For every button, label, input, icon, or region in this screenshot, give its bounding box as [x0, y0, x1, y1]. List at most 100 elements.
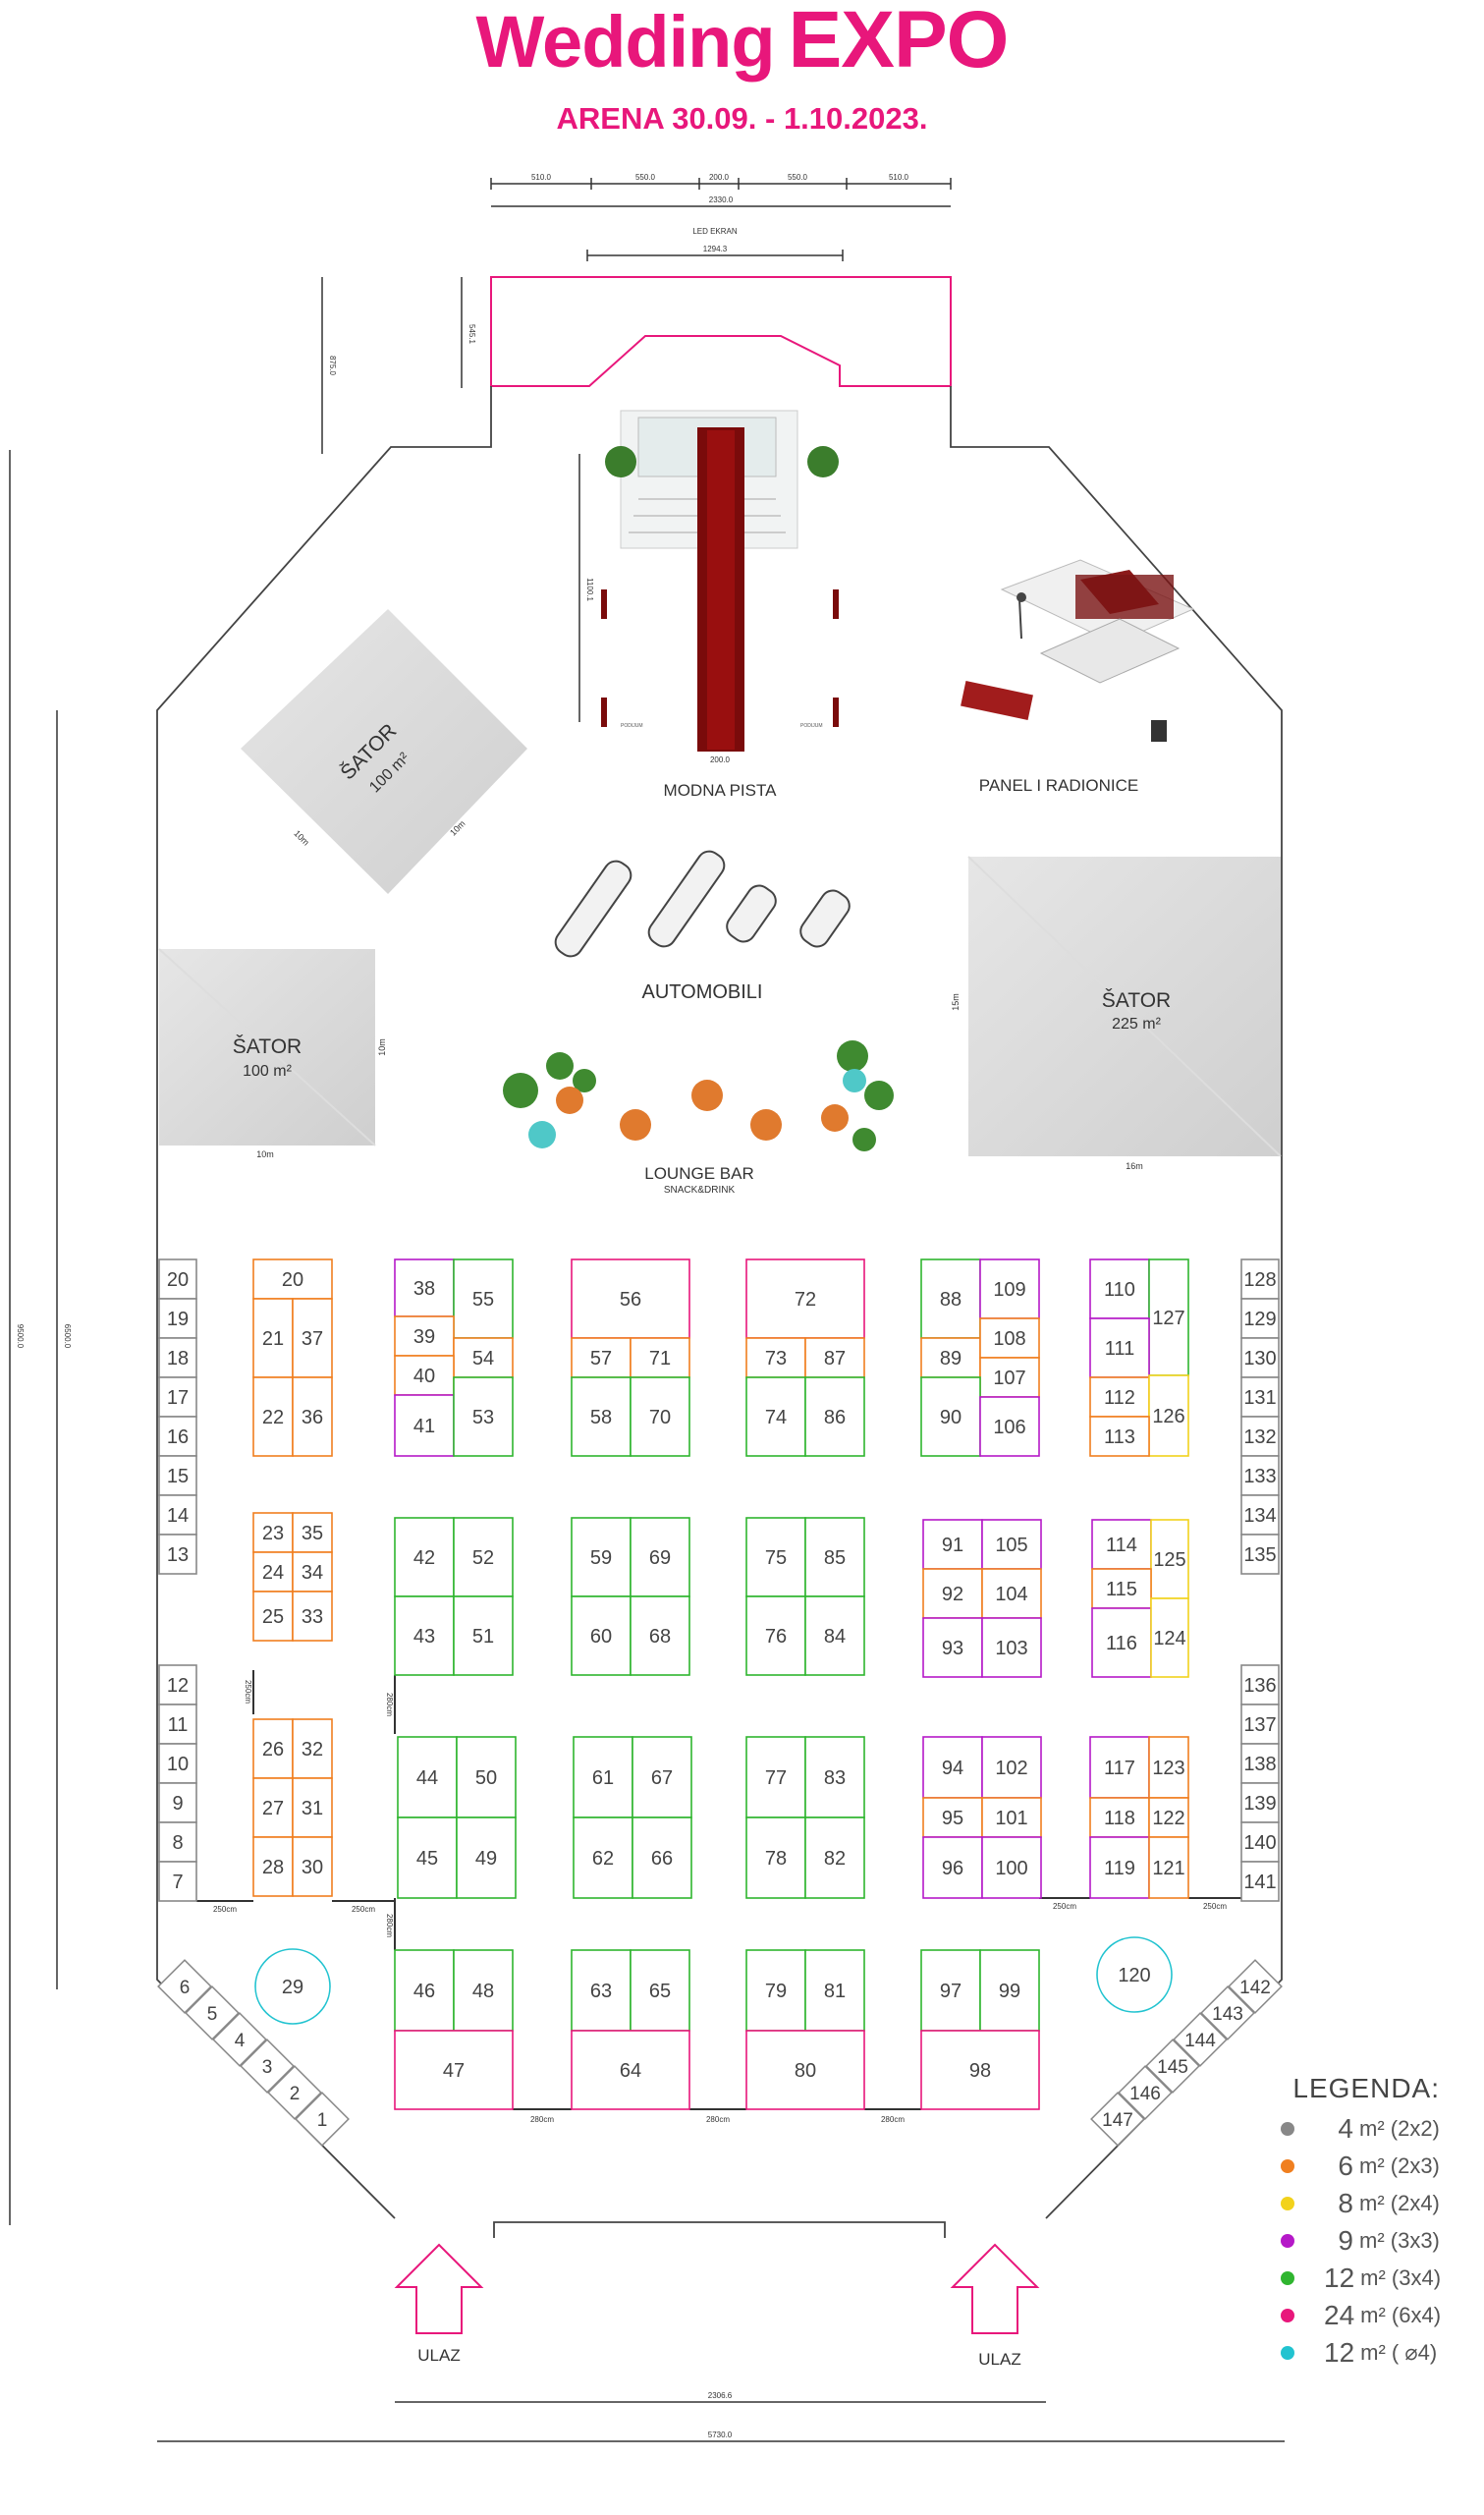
- booth-56[interactable]: 56: [571, 1258, 690, 1339]
- booth-146[interactable]: 146: [1118, 2065, 1173, 2120]
- booth-132[interactable]: 132: [1240, 1416, 1280, 1457]
- booth-122[interactable]: 122: [1148, 1797, 1189, 1838]
- booth-54[interactable]: 54: [453, 1337, 514, 1378]
- booth-11[interactable]: 11: [158, 1704, 197, 1745]
- round-booth-120[interactable]: 120: [1096, 1936, 1173, 2013]
- booth-77[interactable]: 77: [745, 1736, 806, 1818]
- booth-35[interactable]: 35: [292, 1512, 333, 1553]
- booth-117[interactable]: 117: [1089, 1736, 1150, 1799]
- booth-71[interactable]: 71: [630, 1337, 690, 1378]
- booth-66[interactable]: 66: [632, 1816, 692, 1899]
- booth-96[interactable]: 96: [922, 1836, 983, 1899]
- booth-55[interactable]: 55: [453, 1258, 514, 1339]
- booth-118[interactable]: 118: [1089, 1797, 1150, 1838]
- booth-58[interactable]: 58: [571, 1376, 632, 1457]
- booth-142[interactable]: 142: [1228, 1959, 1283, 2014]
- booth-110[interactable]: 110: [1089, 1258, 1150, 1319]
- booth-31[interactable]: 31: [292, 1777, 333, 1838]
- booth-73[interactable]: 73: [745, 1337, 806, 1378]
- booth-89[interactable]: 89: [920, 1337, 981, 1378]
- booth-34[interactable]: 34: [292, 1551, 333, 1593]
- booth-84[interactable]: 84: [804, 1595, 865, 1676]
- booth-74[interactable]: 74: [745, 1376, 806, 1457]
- entrance-arrow-left[interactable]: [394, 2243, 484, 2334]
- booth-97[interactable]: 97: [920, 1949, 981, 2032]
- booth-39[interactable]: 39: [394, 1315, 455, 1357]
- booth-119[interactable]: 119: [1089, 1836, 1150, 1899]
- booth-107[interactable]: 107: [979, 1357, 1040, 1398]
- booth-92[interactable]: 92: [922, 1568, 983, 1619]
- booth-87[interactable]: 87: [804, 1337, 865, 1378]
- booth-19[interactable]: 19: [158, 1298, 197, 1339]
- booth-111[interactable]: 111: [1089, 1317, 1150, 1378]
- booth-45[interactable]: 45: [397, 1816, 458, 1899]
- booth-86[interactable]: 86: [804, 1376, 865, 1457]
- booth-63[interactable]: 63: [571, 1949, 632, 2032]
- booth-64[interactable]: 64: [571, 2030, 690, 2110]
- booth-48[interactable]: 48: [453, 1949, 514, 2032]
- booth-75[interactable]: 75: [745, 1517, 806, 1597]
- booth-88[interactable]: 88: [920, 1258, 981, 1339]
- booth-28[interactable]: 28: [252, 1836, 294, 1897]
- booth-85[interactable]: 85: [804, 1517, 865, 1597]
- booth-67[interactable]: 67: [632, 1736, 692, 1818]
- booth-131[interactable]: 131: [1240, 1376, 1280, 1418]
- booth-9[interactable]: 9: [158, 1782, 197, 1823]
- booth-99[interactable]: 99: [979, 1949, 1040, 2032]
- booth-147[interactable]: 147: [1090, 2092, 1145, 2147]
- booth-83[interactable]: 83: [804, 1736, 865, 1818]
- booth-42[interactable]: 42: [394, 1517, 455, 1597]
- booth-90[interactable]: 90: [920, 1376, 981, 1457]
- booth-25[interactable]: 25: [252, 1591, 294, 1642]
- booth-116[interactable]: 116: [1091, 1607, 1152, 1678]
- booth-94[interactable]: 94: [922, 1736, 983, 1799]
- booth-124[interactable]: 124: [1150, 1597, 1189, 1678]
- booth-65[interactable]: 65: [630, 1949, 690, 2032]
- booth-106[interactable]: 106: [979, 1396, 1040, 1457]
- booth-32[interactable]: 32: [292, 1718, 333, 1779]
- booth-127[interactable]: 127: [1148, 1258, 1189, 1376]
- booth-130[interactable]: 130: [1240, 1337, 1280, 1378]
- booth-138[interactable]: 138: [1240, 1743, 1280, 1784]
- booth-139[interactable]: 139: [1240, 1782, 1280, 1823]
- entrance-arrow-right[interactable]: [950, 2243, 1040, 2334]
- booth-40[interactable]: 40: [394, 1355, 455, 1396]
- booth-76[interactable]: 76: [745, 1595, 806, 1676]
- booth-78[interactable]: 78: [745, 1816, 806, 1899]
- booth-103[interactable]: 103: [981, 1617, 1042, 1678]
- booth-125[interactable]: 125: [1150, 1519, 1189, 1599]
- booth-14[interactable]: 14: [158, 1494, 197, 1536]
- booth-1[interactable]: 1: [295, 2092, 350, 2147]
- booth-100[interactable]: 100: [981, 1836, 1042, 1899]
- booth-7[interactable]: 7: [158, 1861, 197, 1902]
- booth-109[interactable]: 109: [979, 1258, 1040, 1319]
- booth-50[interactable]: 50: [456, 1736, 517, 1818]
- booth-81[interactable]: 81: [804, 1949, 865, 2032]
- booth-26[interactable]: 26: [252, 1718, 294, 1779]
- booth-30[interactable]: 30: [292, 1836, 333, 1897]
- booth-24[interactable]: 24: [252, 1551, 294, 1593]
- booth-5[interactable]: 5: [185, 1985, 240, 2040]
- booth-60[interactable]: 60: [571, 1595, 632, 1676]
- booth-59[interactable]: 59: [571, 1517, 632, 1597]
- booth-27[interactable]: 27: [252, 1777, 294, 1838]
- booth-17[interactable]: 17: [158, 1376, 197, 1418]
- booth-38[interactable]: 38: [394, 1258, 455, 1317]
- booth-51[interactable]: 51: [453, 1595, 514, 1676]
- booth-114[interactable]: 114: [1091, 1519, 1152, 1570]
- booth-136[interactable]: 136: [1240, 1664, 1280, 1705]
- booth-33[interactable]: 33: [292, 1591, 333, 1642]
- booth-20[interactable]: 20: [252, 1258, 333, 1300]
- booth-52[interactable]: 52: [453, 1517, 514, 1597]
- booth-68[interactable]: 68: [630, 1595, 690, 1676]
- booth-2[interactable]: 2: [267, 2065, 322, 2120]
- booth-72[interactable]: 72: [745, 1258, 865, 1339]
- booth-41[interactable]: 41: [394, 1394, 455, 1457]
- booth-21[interactable]: 21: [252, 1298, 294, 1378]
- booth-37[interactable]: 37: [292, 1298, 333, 1378]
- booth-18[interactable]: 18: [158, 1337, 197, 1378]
- booth-108[interactable]: 108: [979, 1317, 1040, 1359]
- booth-129[interactable]: 129: [1240, 1298, 1280, 1339]
- booth-112[interactable]: 112: [1089, 1376, 1150, 1418]
- booth-80[interactable]: 80: [745, 2030, 865, 2110]
